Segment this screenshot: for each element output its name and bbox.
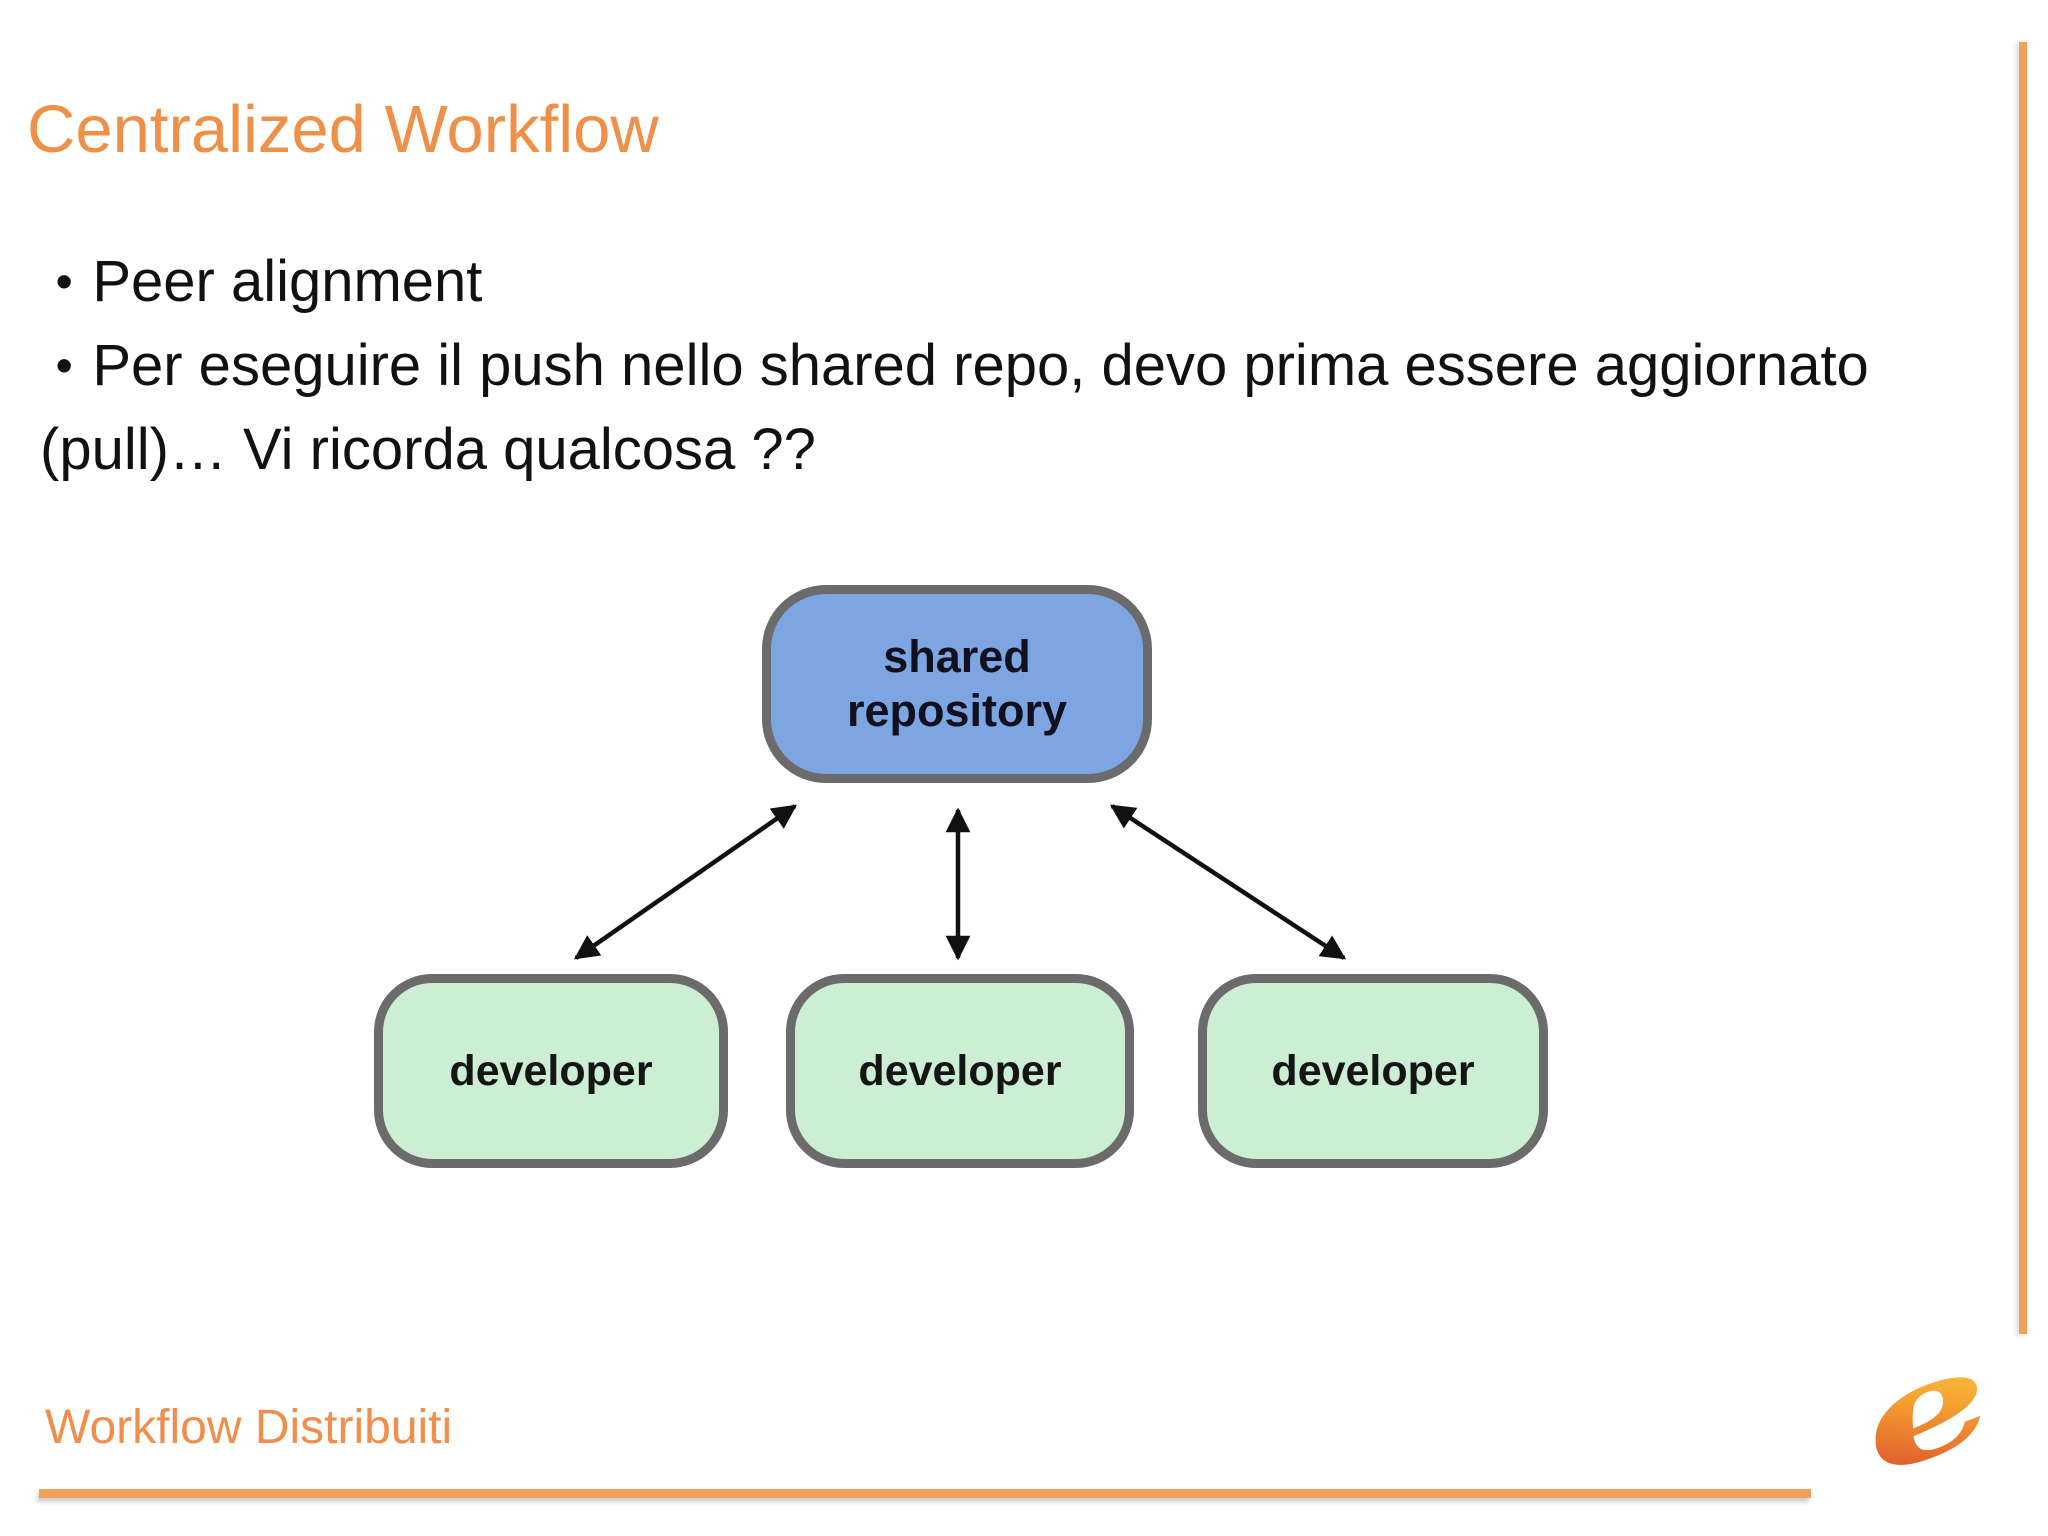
bullet-icon: • bbox=[55, 337, 73, 394]
node-developer-1: developer bbox=[374, 974, 728, 1168]
slide-title: Centralized Workflow bbox=[27, 92, 659, 167]
footer-title: Workflow Distribuiti bbox=[45, 1401, 453, 1454]
bullet-text: Per eseguire il push nello shared repo, … bbox=[40, 333, 1869, 482]
edge-shared-developer-1 bbox=[573, 804, 798, 960]
node-label: developer bbox=[858, 1046, 1062, 1095]
bullet-item: • Peer alignment bbox=[40, 240, 1900, 324]
node-label: shared repository bbox=[846, 631, 1068, 736]
node-label: developer bbox=[1271, 1046, 1475, 1095]
right-divider-line bbox=[2019, 42, 2027, 1334]
bullet-text: Peer alignment bbox=[92, 249, 483, 314]
edge-shared-developer-3 bbox=[1109, 804, 1347, 960]
bullet-item: •Per eseguire il push nello shared repo,… bbox=[40, 324, 1900, 492]
node-developer-3: developer bbox=[1198, 974, 1548, 1168]
bullet-list: •Peer alignment •Per eseguire il push ne… bbox=[40, 240, 1900, 492]
node-shared-repository: shared repository bbox=[762, 585, 1152, 783]
e-swoosh-logo-icon: e bbox=[1841, 1352, 2013, 1484]
node-label: developer bbox=[449, 1046, 653, 1095]
node-developer-2: developer bbox=[786, 974, 1134, 1168]
bullet-icon: • bbox=[55, 253, 73, 310]
bottom-divider-line bbox=[39, 1489, 1811, 1498]
logo-glyph: e bbox=[1841, 1352, 2013, 1484]
